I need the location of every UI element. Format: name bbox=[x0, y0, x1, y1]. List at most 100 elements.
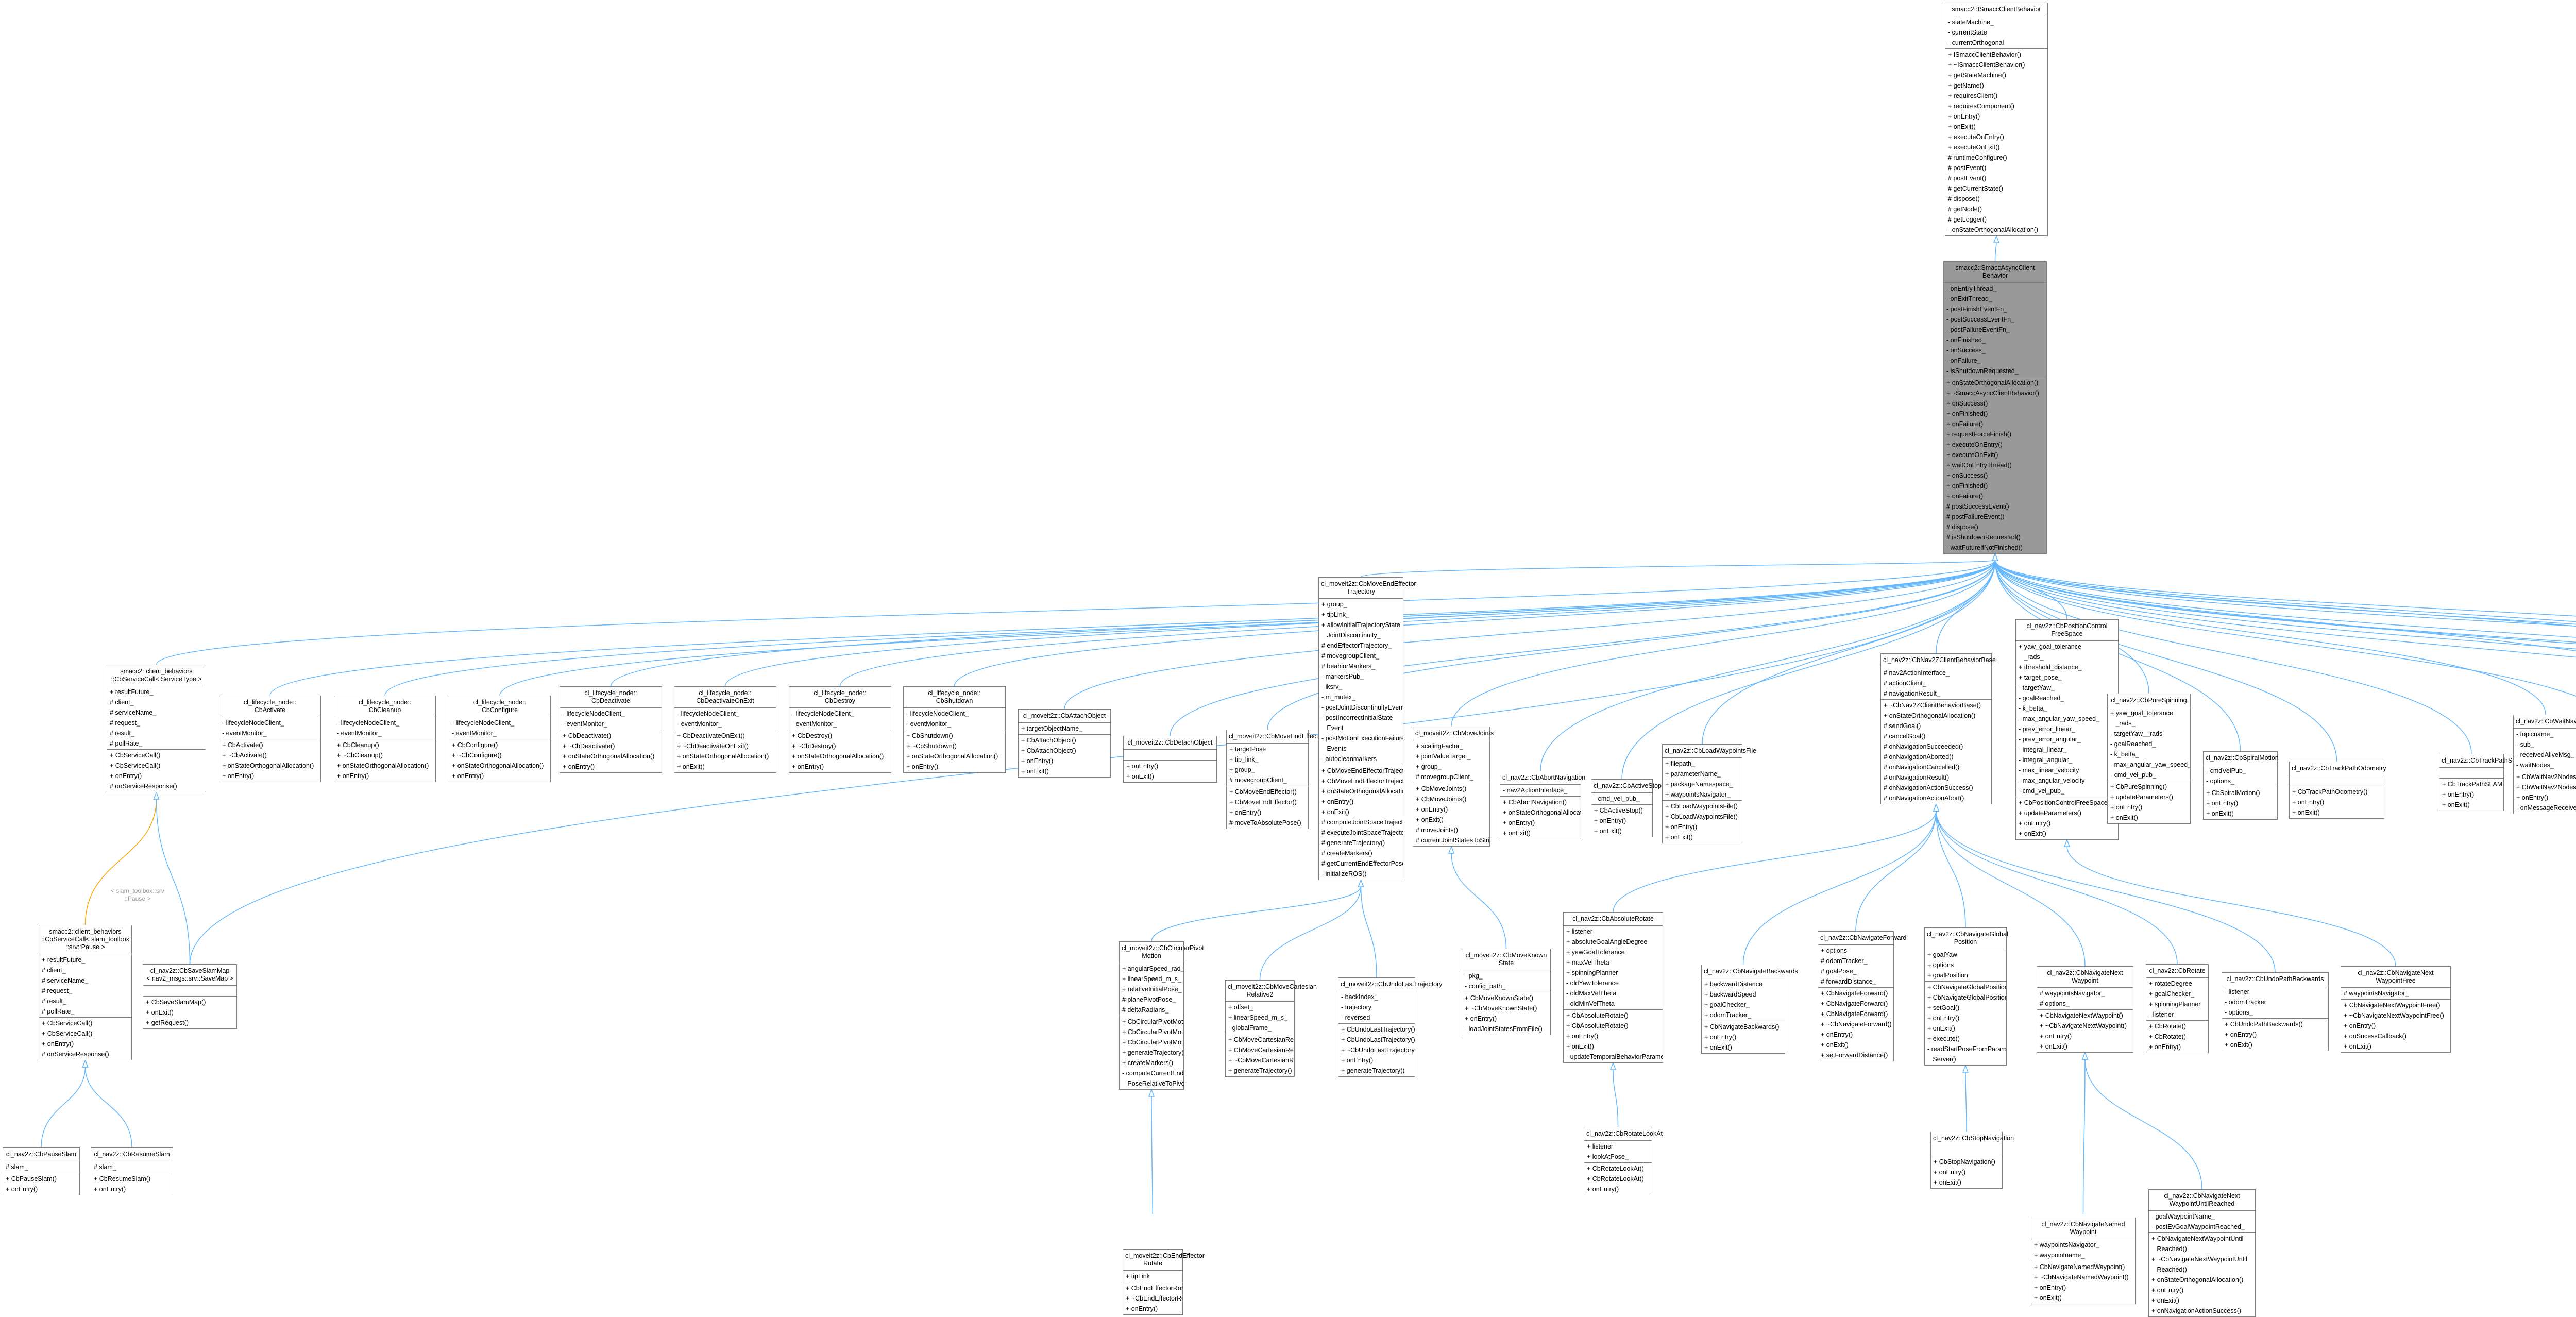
class-node-cbdetachobject[interactable]: cl_moveit2z::CbDetachObject+ onEntry()+ … bbox=[1123, 736, 1217, 783]
class-node-cbcleanup[interactable]: cl_lifecycle_node:: CbCleanup- lifecycle… bbox=[334, 696, 436, 782]
method-row: + executeOnEntry() bbox=[1946, 441, 2003, 448]
attribute-row: + group_ bbox=[1416, 763, 1442, 770]
class-node-cbtrackpathslam[interactable]: cl_nav2z::CbTrackPathSLAM+ CbTrackPathSL… bbox=[2439, 754, 2526, 811]
methods-section: + CbActivate()+ ~CbActivate()+ onStateOr… bbox=[219, 739, 320, 782]
method-row: + onEntry() bbox=[1566, 1033, 1599, 1040]
class-node-cbdeactivateonexit[interactable]: cl_lifecycle_node:: CbDeactivateOnExit- … bbox=[674, 686, 776, 773]
class-node-cbnavigateglobalposition[interactable]: cl_nav2z::CbNavigateGlobal Position+ goa… bbox=[1924, 927, 2008, 1066]
class-title: cl_lifecycle_node:: CbActivate bbox=[219, 696, 320, 717]
method-row: + ~CbActivate() bbox=[222, 752, 267, 759]
method-row: + CbServiceCall() bbox=[42, 1020, 93, 1027]
class-node-cbabsoluterotate[interactable]: cl_nav2z::CbAbsoluteRotate+ listener+ ab… bbox=[1563, 912, 1663, 1063]
class-node-cbnavigatenextwaypoint[interactable]: cl_nav2z::CbNavigateNext Waypoint# waypo… bbox=[2037, 966, 2133, 1053]
method-row: + CbRotateLookAt() bbox=[1587, 1175, 1644, 1183]
method-row: + onSuccess() bbox=[1946, 472, 1988, 479]
method-row: + onEntry() bbox=[1587, 1186, 1619, 1193]
method-row: + onExit() bbox=[1948, 123, 1976, 130]
attribute-row: + spinningPlanner bbox=[1566, 969, 1618, 976]
method-row: + CbPositionControlFreeSpace() bbox=[2019, 799, 2112, 806]
class-node-cbnavigateforward[interactable]: cl_nav2z::CbNavigateForward+ options# od… bbox=[1818, 931, 1906, 1061]
class-node-cbdestroy[interactable]: cl_lifecycle_node:: CbDestroy- lifecycle… bbox=[789, 686, 891, 773]
class-title: cl_nav2z::CbPositionControl FreeSpace bbox=[2016, 620, 2118, 641]
class-node-cbpositioncontrolfreespace[interactable]: cl_nav2z::CbPositionControl FreeSpace+ y… bbox=[2015, 619, 2119, 840]
class-node-cbnavigatenextwaypointuntilreached[interactable]: cl_nav2z::CbNavigateNext WaypointUntilRe… bbox=[2148, 1189, 2256, 1317]
attribute-row: - goalReached_ bbox=[2110, 740, 2156, 748]
method-row: + onEntry() bbox=[337, 772, 369, 780]
attribute-row: - lifecycleNodeClient_ bbox=[563, 710, 625, 717]
class-node-cbrotate[interactable]: cl_nav2z::CbRotate+ rotateDegree+ goalCh… bbox=[2146, 964, 2209, 1053]
class-node-cbnavigatenamedwaypoint[interactable]: cl_nav2z::CbNavigateNamed Waypoint+ wayp… bbox=[2031, 1218, 2136, 1304]
class-node-cbattachobject[interactable]: cl_moveit2z::CbAttachObject+ targetObjec… bbox=[1018, 709, 1111, 778]
class-node-cbstopnavigation[interactable]: cl_nav2z::CbStopNavigation+ CbStopNaviga… bbox=[1930, 1132, 2014, 1189]
class-node-cbpurespinning[interactable]: cl_nav2z::CbPureSpinning+ yaw_goal_toler… bbox=[2107, 694, 2191, 824]
method-row: + waitOnEntryThread() bbox=[1946, 462, 2012, 469]
method-row: + onNavigationActionSuccess() bbox=[2151, 1307, 2242, 1314]
class-node-cbendeffectorrotate[interactable]: cl_moveit2z::CbEndEffector Rotate+ tipLi… bbox=[1123, 1249, 1205, 1315]
attribute-row: + yaw_goal_tolerance _rads_ bbox=[2110, 710, 2173, 727]
class-node-cbcircularpivotmotion[interactable]: cl_moveit2z::CbCircularPivot Motion+ ang… bbox=[1119, 941, 1204, 1090]
method-row: + onEntry() bbox=[2110, 804, 2143, 811]
attribute-row: - iksrv_ bbox=[1321, 683, 1343, 690]
class-node-cbmovejoints[interactable]: cl_moveit2z::CbMoveJoints+ scalingFactor… bbox=[1413, 727, 1494, 847]
class-node-cbabortnavigation[interactable]: cl_nav2z::CbAbortNavigation- nav2ActionI… bbox=[1500, 771, 1585, 839]
class-node-ismaccclientbehavior[interactable]: smacc2::ISmaccClientBehavior- stateMachi… bbox=[1945, 3, 2048, 236]
methods-section: + CbNavigateGlobalPosition()+ CbNavigate… bbox=[1925, 982, 2006, 1065]
class-node-cbpauseslam[interactable]: cl_nav2z::CbPauseSlam# slam_+ CbPauseSla… bbox=[3, 1147, 80, 1195]
class-title: cl_moveit2z::CbCircularPivot Motion bbox=[1120, 942, 1204, 963]
class-node-cbnav2zclientbehaviorbase[interactable]: cl_nav2z::CbNav2ZClientBehaviorBase# nav… bbox=[1880, 653, 1996, 804]
attribute-row: + target_pose_ bbox=[2019, 674, 2062, 681]
attribute-row: + tipLink bbox=[1126, 1273, 1150, 1280]
method-row: # getNode() bbox=[1948, 206, 1982, 213]
class-node-cbresumeslam[interactable]: cl_nav2z::CbResumeSlam# slam_+ CbResumeS… bbox=[91, 1147, 173, 1195]
class-node-cbdeactivate[interactable]: cl_lifecycle_node:: CbDeactivate- lifecy… bbox=[560, 686, 662, 773]
attributes-section: + yaw_goal_tolerance _rads_+ threshold_d… bbox=[2016, 641, 2118, 797]
attribute-row: - cmd_vel_pub_ bbox=[1594, 795, 1640, 802]
attributes-section: # nav2ActionInterface_# actionClient_# n… bbox=[1881, 667, 1991, 700]
class-node-smaccasyncclientbehavior[interactable]: smacc2::SmaccAsyncClient Behavior- onEnt… bbox=[1943, 261, 2047, 554]
attribute-row: - eventMonitor_ bbox=[563, 720, 607, 728]
method-row: + CbPauseSlam() bbox=[6, 1175, 57, 1183]
attribute-row: # beahiorMarkers_ bbox=[1321, 663, 1376, 670]
attribute-row: - postFinishEventFn_ bbox=[1946, 306, 2008, 313]
class-node-cbnavigatenextwaypointfree[interactable]: cl_nav2z::CbNavigateNext WaypointFree# w… bbox=[2341, 966, 2451, 1053]
class-node-cbrotatelookat[interactable]: cl_nav2z::CbRotateLookAt+ listener+ look… bbox=[1584, 1127, 1663, 1195]
class-title: cl_nav2z::CbAbortNavigation bbox=[1500, 771, 1585, 785]
method-row: + ~CbDeactivateOnExit() bbox=[677, 742, 749, 750]
class-node-cbservicecall[interactable]: smacc2::client_behaviors ::CbServiceCall… bbox=[107, 665, 206, 792]
class-node-cbwaitnav2nodes[interactable]: cl_nav2z::CbWaitNav2Nodes- topicname_- s… bbox=[2513, 715, 2576, 814]
class-node-cbundopathbackwards[interactable]: cl_nav2z::CbUndoPathBackwards- listener-… bbox=[2222, 972, 2329, 1051]
attribute-row: + parameterName_ bbox=[1665, 770, 1721, 778]
class-node-cbshutdown[interactable]: cl_lifecycle_node:: CbShutdown- lifecycl… bbox=[903, 686, 1006, 773]
class-node-cbmovecartesianrelative2[interactable]: cl_moveit2z::CbMoveCartesian Relative2+ … bbox=[1225, 980, 1317, 1077]
method-row: + CbNavigateNextWaypointFree() bbox=[2344, 1002, 2441, 1009]
class-node-cbconfigure[interactable]: cl_lifecycle_node:: CbConfigure- lifecyc… bbox=[449, 696, 551, 782]
methods-section: + CbSaveSlamMap()+ onExit()+ getRequest(… bbox=[143, 997, 236, 1028]
method-row: + CbNavigateBackwards() bbox=[1704, 1023, 1780, 1031]
class-node-cbmoveendeffector[interactable]: cl_moveit2z::CbMoveEndEffector+ targetPo… bbox=[1226, 730, 1324, 829]
class-node-cbservicecallpause[interactable]: smacc2::client_behaviors ::CbServiceCall… bbox=[39, 925, 132, 1060]
class-node-cbsaveslammap[interactable]: cl_nav2z::CbSaveSlamMap < nav2_msgs::srv… bbox=[143, 964, 237, 1029]
methods-section: + CbWaitNav2Nodes()+ CbWaitNav2Nodes()+ … bbox=[2514, 771, 2576, 814]
class-node-cbmoveendeffectortrajectory[interactable]: cl_moveit2z::CbMoveEndEffector Trajector… bbox=[1318, 577, 1416, 880]
attribute-row: + options bbox=[1821, 947, 1848, 954]
class-node-cbtrackpathodometry[interactable]: cl_nav2z::CbTrackPathOdometry+ CbTrackPa… bbox=[2289, 762, 2386, 819]
method-row: + onExit() bbox=[1321, 808, 1349, 816]
class-node-cbloadwaypointsfile[interactable]: cl_nav2z::CbLoadWaypointsFile+ filepath_… bbox=[1662, 744, 1756, 843]
attribute-row: - lifecycleNodeClient_ bbox=[677, 710, 739, 717]
attributes-section: - stateMachine_- currentState- currentOr… bbox=[1945, 16, 2047, 49]
class-node-cbmoveknownstate[interactable]: cl_moveit2z::CbMoveKnown State- pkg_- co… bbox=[1462, 949, 1551, 1035]
method-row: # generateTrajectory() bbox=[1321, 839, 1385, 847]
class-node-cbactivate[interactable]: cl_lifecycle_node:: CbActivate- lifecycl… bbox=[219, 696, 321, 782]
method-row: + CbRotateLookAt() bbox=[1587, 1165, 1644, 1172]
method-row: + CbNavigateNamedWaypoint() bbox=[2034, 1263, 2125, 1271]
method-row: + onEntry() bbox=[222, 772, 255, 780]
class-node-cbundolasttrajectory[interactable]: cl_moveit2z::CbUndoLastTrajectory- backI… bbox=[1338, 977, 1443, 1077]
class-node-cbnavigatebackwards[interactable]: cl_nav2z::CbNavigateBackwards+ backwardD… bbox=[1701, 965, 1798, 1054]
attributes-section bbox=[2439, 768, 2503, 779]
method-row: + CbNavigateNextWaypointUntil Reached() bbox=[2151, 1235, 2244, 1253]
class-node-cbspiralmotion[interactable]: cl_nav2z::CbSpiralMotion- cmdVelPub_- op… bbox=[2203, 751, 2279, 820]
class-node-cbactivestop[interactable]: cl_nav2z::CbActiveStop- cmd_vel_pub_+ Cb… bbox=[1591, 779, 1662, 837]
method-row: + CbDeactivate() bbox=[563, 732, 612, 739]
attributes-section bbox=[1124, 750, 1216, 761]
